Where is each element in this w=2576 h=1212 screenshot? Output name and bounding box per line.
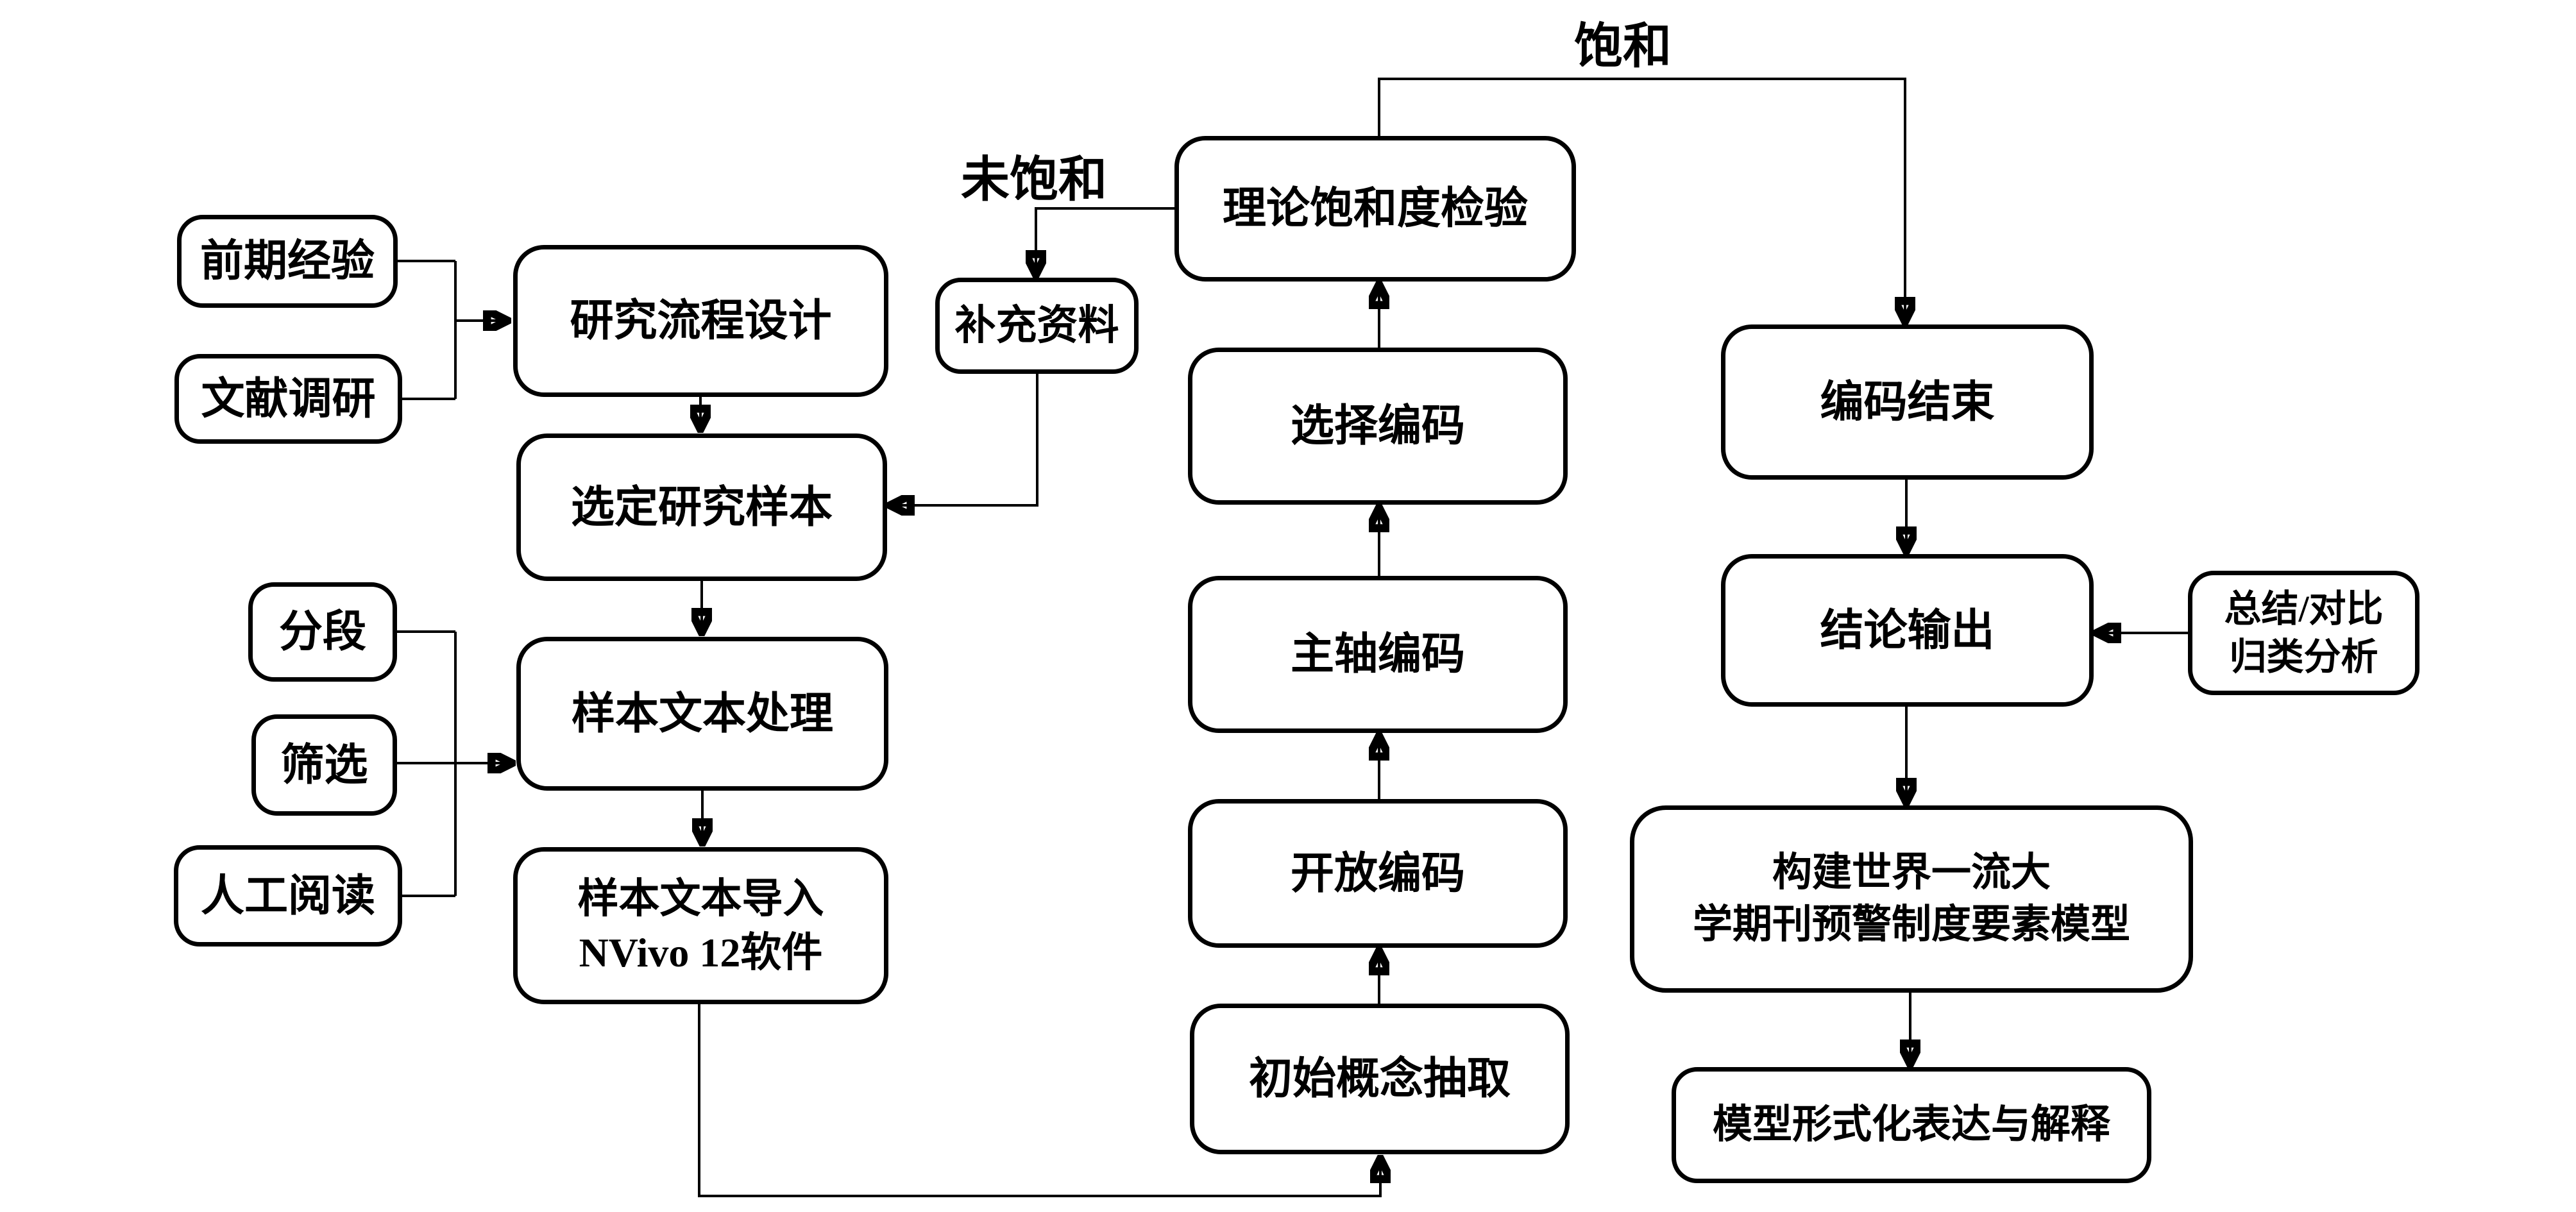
node-label-line2: 归类分析 xyxy=(2229,636,2378,678)
node-research-process-design: 研究流程设计 xyxy=(513,245,888,397)
node-selective-coding: 选择编码 xyxy=(1188,348,1568,505)
node-label: 人工阅读 xyxy=(200,871,375,920)
node-sample-text-processing: 样本文本处理 xyxy=(516,637,888,791)
edge-label-saturated: 饱和 xyxy=(1574,20,1672,74)
node-label: 前期经验 xyxy=(199,237,375,286)
node-segmentation: 分段 xyxy=(248,582,397,682)
node-screening: 筛选 xyxy=(251,714,397,816)
node-label: 主轴编码 xyxy=(1290,630,1465,679)
node-label: 筛选 xyxy=(280,740,368,789)
node-manual-reading: 人工阅读 xyxy=(174,845,402,947)
node-label: 理论饱和度检验 xyxy=(1222,184,1528,233)
edge-saturation-to-supplement xyxy=(1036,207,1174,273)
node-open-coding: 开放编码 xyxy=(1188,799,1568,948)
edge-import-to-initial xyxy=(698,1004,1380,1197)
node-literature-review: 文献调研 xyxy=(174,354,402,444)
node-build-model: 构建世界一流大 学期刊预警制度要素模型 xyxy=(1630,805,2193,993)
edge-supplement-to-sample xyxy=(892,374,1038,505)
node-label-line1: 样本文本导入 xyxy=(577,876,824,922)
node-summary-compare-analysis: 总结/对比 归类分析 xyxy=(2188,571,2419,695)
node-label: 研究流程设计 xyxy=(570,296,832,346)
node-supplement-materials: 补充资料 xyxy=(935,278,1139,374)
node-model-formalization: 模型形式化表达与解释 xyxy=(1672,1067,2151,1183)
edge-saturation-to-coding-end xyxy=(1378,78,1905,319)
node-label: 结论输出 xyxy=(1820,605,1995,655)
node-label-line2: 学期刊预警制度要素模型 xyxy=(1692,903,2130,947)
node-label: 选择编码 xyxy=(1290,401,1465,451)
node-label: 选定研究样本 xyxy=(570,482,833,532)
node-label: 模型形式化表达与解释 xyxy=(1712,1103,2110,1147)
node-conclusion-output: 结论输出 xyxy=(1721,554,2094,707)
node-label: 文献调研 xyxy=(201,374,376,423)
node-axial-coding: 主轴编码 xyxy=(1188,576,1568,733)
node-select-research-sample: 选定研究样本 xyxy=(516,433,887,581)
node-theoretical-saturation-test: 理论饱和度检验 xyxy=(1174,136,1576,282)
node-label: 编码结束 xyxy=(1820,377,1995,426)
edge-label-not-saturated: 未饱和 xyxy=(961,153,1107,207)
node-label: 补充资料 xyxy=(954,303,1119,349)
node-coding-end: 编码结束 xyxy=(1721,324,2094,480)
node-label: 样本文本处理 xyxy=(571,689,833,738)
node-label-line1: 总结/对比 xyxy=(2224,587,2384,630)
node-label-line2: NVivo 12软件 xyxy=(579,929,823,975)
node-prior-experience: 前期经验 xyxy=(177,215,398,308)
node-sample-text-import: 样本文本导入 NVivo 12软件 xyxy=(513,847,888,1004)
node-label-line1: 构建世界一流大 xyxy=(1772,851,2051,895)
node-label: 分段 xyxy=(278,607,366,657)
node-initial-concept-extraction: 初始概念抽取 xyxy=(1190,1004,1570,1154)
node-label: 初始概念抽取 xyxy=(1248,1054,1511,1104)
node-label: 开放编码 xyxy=(1290,848,1465,898)
